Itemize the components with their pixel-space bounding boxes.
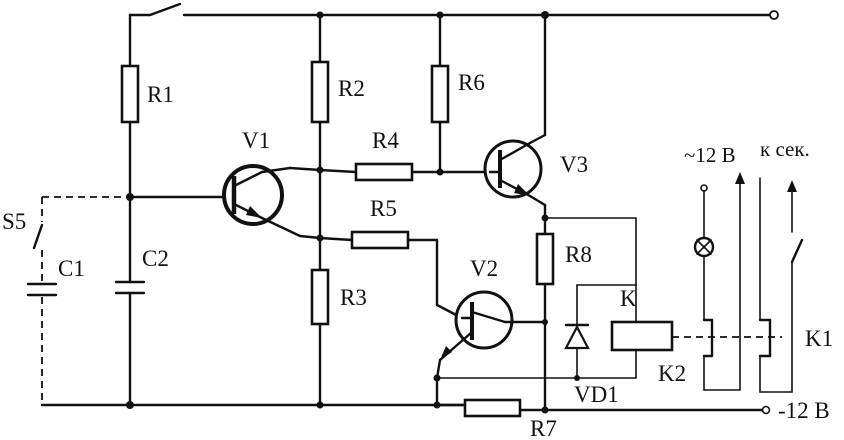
label-supply-ac: ~12 B	[684, 143, 736, 167]
r7-branch	[435, 398, 522, 418]
label-c2: C2	[142, 246, 169, 271]
label-to-section: к сек.	[760, 137, 810, 161]
resistor-r7	[463, 398, 522, 418]
transistor-v2	[433, 290, 547, 407]
r2-r3-chain	[310, 13, 330, 407]
label-v1: V1	[242, 128, 270, 153]
label-r5: R5	[370, 196, 397, 221]
switch-contact	[790, 238, 804, 264]
label-r3: R3	[340, 285, 367, 310]
label-k1: K1	[805, 326, 833, 351]
r6-branch	[430, 13, 450, 174]
output-contacts	[693, 172, 804, 393]
label-supply-neg: -12 B	[778, 398, 830, 423]
label-v3: V3	[560, 152, 588, 177]
bottom-rail	[40, 401, 771, 415]
s5-c1-branch	[26, 196, 130, 405]
label-k: K	[620, 286, 637, 311]
label-s5: S5	[2, 209, 26, 234]
resistor-r2	[310, 60, 330, 124]
resistor-r6	[430, 64, 450, 124]
r8-branch	[535, 216, 637, 412]
neg-terminal	[761, 405, 771, 415]
arrow-up-icon	[735, 172, 745, 184]
arrow-up-icon	[787, 180, 797, 192]
label-k2: K2	[658, 361, 686, 386]
transistor-v3	[483, 13, 549, 222]
switch-s5	[32, 223, 44, 250]
label-r2: R2	[338, 76, 365, 101]
resistor-r3	[310, 268, 330, 326]
diode-vd1	[564, 324, 590, 350]
r1-branch	[114, 13, 146, 407]
label-r8: R8	[565, 242, 592, 267]
r4-branch	[318, 162, 492, 182]
label-r6: R6	[458, 70, 485, 95]
label-c1: C1	[58, 256, 85, 281]
label-r4: R4	[372, 128, 399, 153]
label-vd1: VD1	[574, 382, 619, 407]
resistor-r5	[350, 230, 410, 250]
resistor-r4	[354, 162, 414, 182]
label-v2: V2	[470, 256, 498, 281]
relay-coil-k	[610, 320, 674, 352]
r5-branch	[318, 230, 464, 320]
top-terminal	[769, 10, 779, 20]
label-r7: R7	[530, 416, 557, 440]
labels: R1 R2 R6 R4 V1 V3 R5 S5 C1 C2 V2 R8 R3 K…	[2, 70, 833, 440]
relay-k-section	[436, 284, 782, 381]
top-rail	[128, 2, 779, 20]
transistor-v1	[128, 164, 322, 240]
resistor-r1	[120, 64, 140, 124]
resistor-r8	[535, 232, 555, 286]
label-r1: R1	[147, 82, 174, 107]
